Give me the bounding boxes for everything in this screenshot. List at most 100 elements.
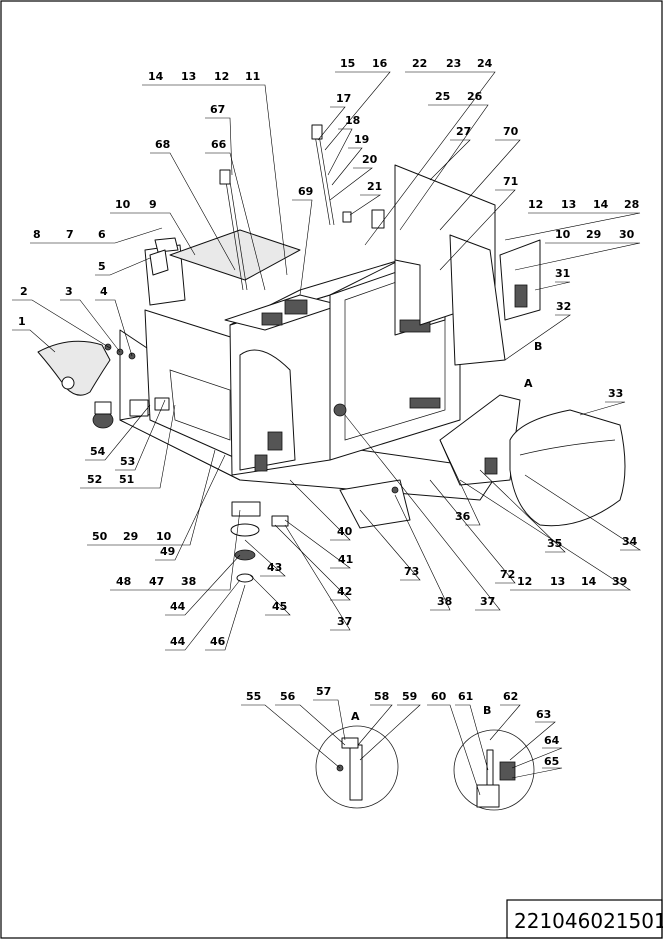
leader-lines — [12, 71, 642, 651]
callout-55: 55 — [246, 690, 261, 703]
leader-64 — [511, 747, 563, 769]
callout-28: 28 — [624, 198, 639, 211]
leader-10-9 — [110, 212, 196, 256]
callout-35: 35 — [547, 537, 562, 550]
leader-50-10 — [87, 449, 216, 546]
callout-label-a2: A — [351, 710, 360, 723]
callout-27: 27 — [456, 125, 471, 138]
callout-70: 70 — [503, 125, 519, 138]
leader-18 — [327, 128, 353, 176]
leader-69 — [292, 199, 313, 296]
leader-14-11 — [142, 84, 288, 276]
leader-4 — [95, 299, 133, 357]
callout-53: 53 — [120, 455, 135, 468]
leader-67 — [205, 117, 233, 176]
callout-47: 47 — [149, 575, 164, 588]
leader-54 — [85, 404, 151, 461]
detail-b-rod — [486, 749, 494, 786]
leader-15-16 — [324, 71, 391, 151]
leader-44b — [165, 579, 241, 651]
callout-14b: 14 — [593, 198, 609, 211]
leader-63 — [509, 721, 556, 761]
vent-grille-2 — [254, 454, 268, 472]
leader-48-38 — [110, 509, 241, 591]
seat-seam — [519, 439, 616, 456]
callout-73: 73 — [404, 565, 419, 578]
side-panel-vent — [514, 284, 528, 308]
callout-10c: 10 — [156, 530, 172, 543]
callout-36: 36 — [455, 510, 471, 523]
callout-13c: 13 — [550, 575, 565, 588]
leader-72 — [429, 479, 516, 584]
callout-41: 41 — [338, 553, 353, 566]
leader-22-24 — [364, 71, 496, 246]
strut-end-top — [219, 169, 231, 185]
bearing — [234, 549, 256, 561]
callout-5: 5 — [98, 260, 106, 273]
leader-21 — [349, 194, 381, 216]
callout-11: 11 — [245, 70, 260, 83]
top-cover-left — [169, 229, 301, 281]
right-panel-vent — [484, 457, 498, 475]
callout-39: 39 — [612, 575, 627, 588]
leader-68 — [150, 152, 236, 271]
callout-33: 33 — [608, 387, 623, 400]
document-number: 221046021501 — [514, 909, 663, 933]
leader-1 — [12, 329, 56, 353]
callout-13b: 13 — [561, 198, 576, 211]
callout-48: 48 — [116, 575, 131, 588]
callout-72: 72 — [500, 568, 515, 581]
detail-view-b — [427, 704, 563, 811]
callout-2: 2 — [20, 285, 28, 298]
callout-3: 3 — [65, 285, 73, 298]
callout-34: 34 — [622, 535, 638, 548]
callout-69: 69 — [298, 185, 313, 198]
callout-44b: 44 — [170, 635, 186, 648]
detail-a-plate — [349, 744, 363, 801]
callout-40: 40 — [337, 525, 353, 538]
side-cover — [239, 349, 296, 471]
gas-strut-left-2 — [228, 174, 248, 291]
detail-b-block — [499, 761, 516, 781]
leader-46 — [205, 584, 246, 651]
callout-52: 52 — [87, 473, 102, 486]
pivot-37 — [333, 403, 347, 417]
callout-19: 19 — [354, 133, 369, 146]
detail-b-plate — [476, 784, 500, 808]
callout-label-b2: B — [483, 704, 491, 717]
leader-35 — [479, 469, 566, 553]
callout-12b: 12 — [528, 198, 543, 211]
leader-61 — [455, 704, 489, 771]
leader-56 — [275, 704, 346, 746]
callout-51: 51 — [119, 473, 134, 486]
callout-30: 30 — [619, 228, 635, 241]
callout-22: 22 — [412, 57, 427, 70]
callout-label-b: B — [534, 340, 542, 353]
callout-68: 68 — [155, 138, 170, 151]
callout-10b: 10 — [555, 228, 571, 241]
leader-31 — [534, 281, 571, 291]
document-number-box: 221046021501 — [506, 899, 663, 939]
leader-17 — [317, 106, 346, 141]
detail-b-circle — [453, 729, 535, 811]
callout-59: 59 — [402, 690, 417, 703]
bolt-block-5 — [149, 249, 169, 276]
callout-24: 24 — [477, 57, 493, 70]
detail-view-a — [241, 699, 421, 809]
callout-57: 57 — [316, 685, 331, 698]
leader-20 — [329, 167, 373, 201]
callout-45: 45 — [272, 600, 287, 613]
callout-65: 65 — [544, 755, 559, 768]
callout-37b: 37 — [480, 595, 495, 608]
bumper-hole — [61, 376, 75, 390]
callout-63: 63 — [536, 708, 551, 721]
callout-42: 42 — [337, 585, 352, 598]
leader-37b — [344, 414, 501, 611]
callout-8: 8 — [33, 228, 41, 241]
leader-58 — [357, 704, 393, 746]
gas-strut-left — [224, 174, 244, 291]
leader-45 — [249, 574, 291, 616]
leader-44 — [165, 554, 241, 616]
